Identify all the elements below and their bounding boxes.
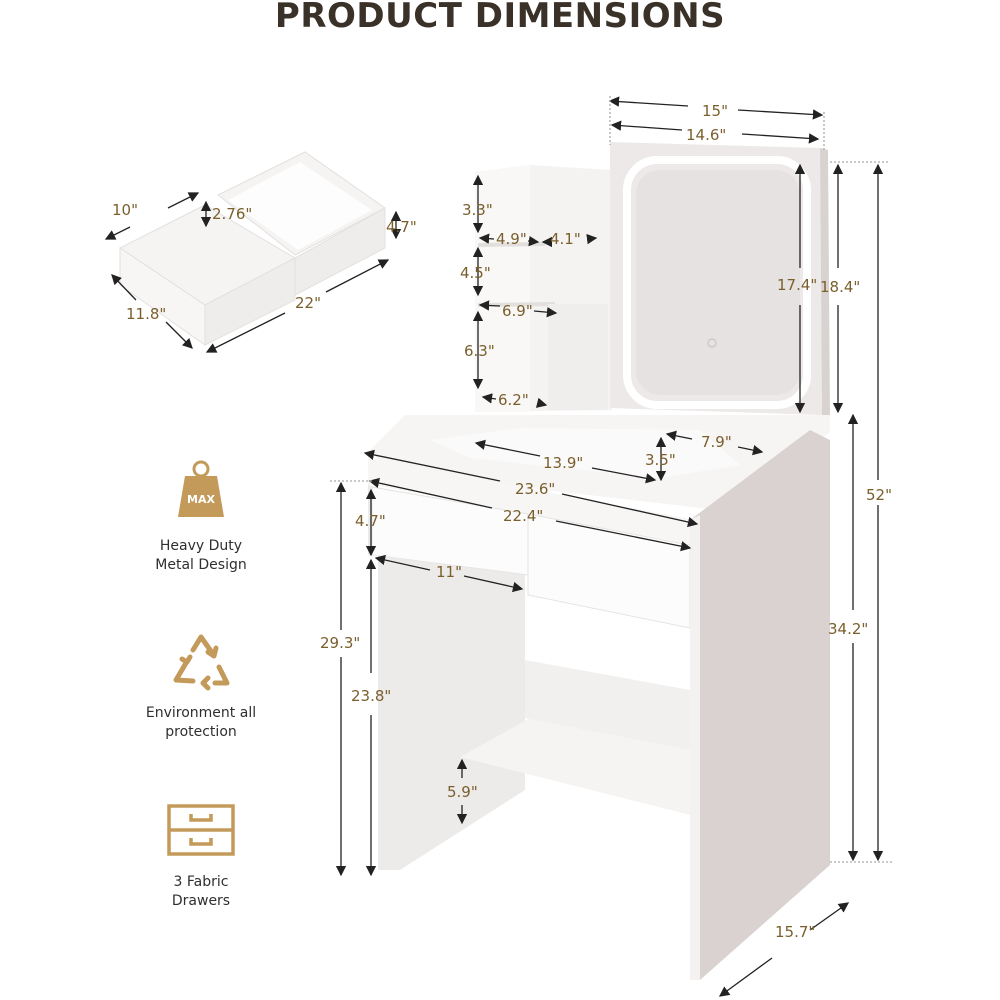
vanity-dimension-lines [330,96,892,997]
feature-heavy-duty: Heavy Duty Metal Design [116,537,286,575]
shelf-low-height-label: 6.3" [464,342,495,360]
knee-height-label: 29.3" [320,634,360,652]
tray-height-label: 3.5" [645,451,676,469]
shelf-top-height-label: 3.3" [462,201,493,219]
mirror-outer-height-label: 18.4" [820,278,860,296]
depth-label: 15.7" [775,923,815,941]
feature-line: protection [165,724,237,740]
shelf-top-width2-label: 4.1" [550,230,581,248]
shelf-top-width1-label: 4.9" [496,230,527,248]
svg-text:MAX: MAX [187,493,215,506]
mirror-outer-width-label: 15" [702,102,728,120]
top-width-label: 23.6" [515,480,555,498]
drawer-height-label-desk: 4.7" [355,512,386,530]
feature-line: 3 Fabric [173,874,229,890]
shelf-height-label: 5.9" [447,783,478,801]
recycle-icon [173,634,230,691]
drawers-total-width-label: 22" [295,294,321,312]
feature-line: Drawers [171,893,231,909]
feature-line: Metal Design [155,557,247,573]
drawer-inner-height-label: 2.76" [212,205,252,223]
leg-height-label: 23.8" [351,687,391,705]
mirror-inner-height-label: 17.4" [777,276,817,294]
feature-line: Heavy Duty [159,538,243,554]
drawers-illustration [119,151,386,346]
drawer-depth-label: 11.8" [126,305,166,323]
feature-environment: Environment all protection [116,704,286,742]
shelf-low-width-label: 6.2" [498,391,529,409]
drawer-width-label: 10" [112,201,138,219]
inner-width-label: 22.4" [503,507,543,525]
shelf-mid-width-label: 6.9" [502,302,533,320]
drawers-icon [167,804,235,856]
feature-line: Environment all [145,705,257,721]
tray-width-label: 13.9" [543,454,583,472]
tray-depth-label: 7.9" [701,433,732,451]
shelf-mid-height-label: 4.5" [460,264,491,282]
vanity-illustration [368,142,830,980]
desk-height-label: 34.2" [828,620,868,638]
weight-max-icon: MAX [178,460,224,517]
drawer-height-label: 4.7" [386,218,417,236]
drawer-width-label-desk: 11" [436,563,462,581]
total-height-label: 52" [866,486,892,504]
page-title: PRODUCT DIMENSIONS [274,0,726,36]
feature-drawers: 3 Fabric Drawers [116,873,286,911]
drawer-dimension-lines [104,192,402,353]
mirror-inner-width-label: 14.6" [686,126,726,144]
